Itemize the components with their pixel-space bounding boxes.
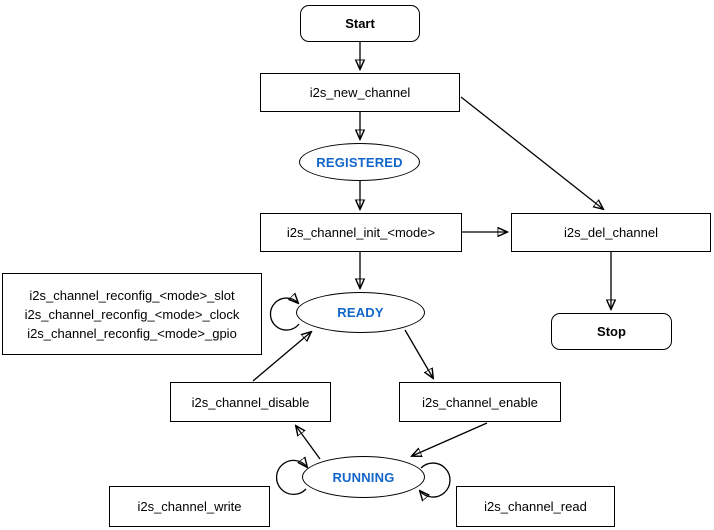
edge-new-channel-to-del	[460, 96, 603, 209]
node-i2s-channel-disable-label: i2s_channel_disable	[191, 394, 310, 410]
node-i2s-del-channel: i2s_del_channel	[511, 213, 711, 252]
node-i2s-channel-enable: i2s_channel_enable	[399, 382, 561, 422]
node-i2s-channel-write-label: i2s_channel_write	[137, 499, 242, 514]
node-i2s-channel-write: i2s_channel_write	[109, 486, 270, 527]
node-running-label: RUNNING	[332, 469, 395, 485]
node-registered-state: REGISTERED	[299, 143, 420, 181]
node-start-label: Start	[345, 16, 375, 31]
node-i2s-channel-init-label: i2s_channel_init_<mode>	[286, 225, 436, 240]
node-ready-state: READY	[296, 292, 425, 333]
node-i2s-new-channel: i2s_new_channel	[260, 73, 460, 112]
node-registered-label: REGISTERED	[316, 154, 403, 170]
edge-running-to-disable	[296, 426, 321, 460]
edge-disable-to-ready	[252, 332, 311, 382]
edge-running-self-loop-right	[420, 462, 451, 497]
node-i2s-del-channel-label: i2s_del_channel	[564, 225, 658, 240]
node-ready-label: READY	[337, 305, 384, 320]
node-stop: Stop	[551, 313, 672, 350]
reconfig-slot-label: i2s_channel_reconfig_<mode>_slot	[29, 287, 235, 303]
node-running-state: RUNNING	[302, 456, 425, 498]
edge-ready-self-loop	[269, 298, 299, 331]
node-stop-label: Stop	[597, 324, 626, 339]
node-i2s-channel-enable-label: i2s_channel_enable	[422, 394, 538, 410]
node-start: Start	[300, 5, 420, 42]
node-i2s-channel-disable: i2s_channel_disable	[170, 382, 331, 422]
node-i2s-new-channel-label: i2s_new_channel	[309, 85, 411, 100]
edge-running-self-loop-left	[275, 460, 307, 496]
reconfig-clock-label: i2s_channel_reconfig_<mode>_clock	[24, 306, 240, 322]
node-i2s-channel-read: i2s_channel_read	[456, 486, 615, 527]
node-i2s-channel-init: i2s_channel_init_<mode>	[260, 213, 462, 252]
node-reconfig-functions: i2s_channel_reconfig_<mode>_slot i2s_cha…	[2, 273, 262, 355]
node-i2s-channel-read-label: i2s_channel_read	[484, 499, 587, 514]
edge-enable-to-running	[412, 422, 488, 456]
reconfig-gpio-label: i2s_channel_reconfig_<mode>_gpio	[27, 325, 237, 341]
edge-ready-to-enable	[404, 329, 433, 378]
